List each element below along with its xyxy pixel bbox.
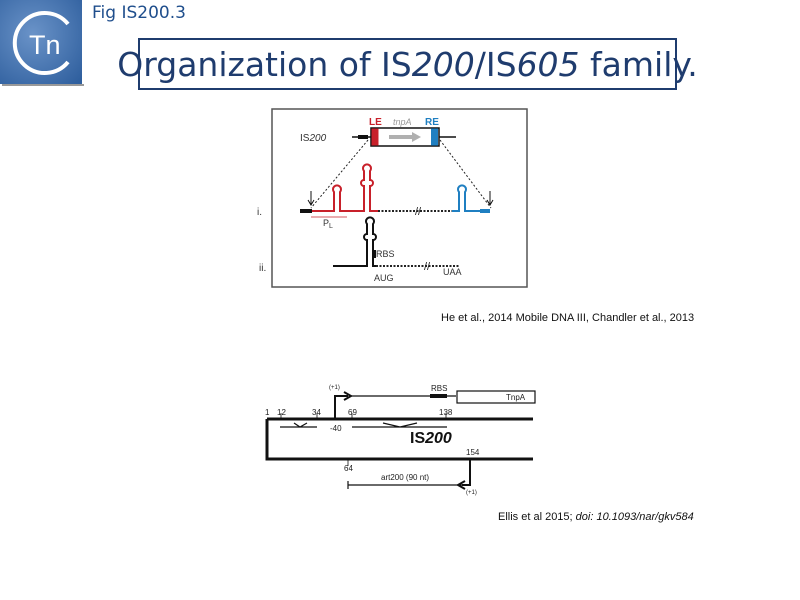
rbs-bottom-label: RBS <box>431 384 447 393</box>
slide-title: Organization of IS200/IS605 family. <box>117 44 698 84</box>
tn-logo: Tn <box>0 0 84 86</box>
svg-text://: // <box>424 261 431 273</box>
pos-69: 69 <box>348 408 357 417</box>
logo-text: Tn <box>29 30 61 60</box>
row-i-label: i. <box>257 207 262 218</box>
is200-label: IS200 <box>300 133 327 144</box>
tnpa-box <box>456 390 536 404</box>
tnpa-box-label: TnpA <box>506 393 526 402</box>
re-label: RE <box>425 117 439 128</box>
pos-34: 34 <box>312 408 321 417</box>
cleavage-arrow-left-icon <box>307 191 315 206</box>
plus1-top-label: (+1) <box>329 385 340 391</box>
pos-minus40: -40 <box>330 424 342 433</box>
pos-12: 12 <box>277 408 286 417</box>
svg-text://: // <box>415 206 422 218</box>
plus1-bottom-label: (+1) <box>466 490 477 496</box>
pos-138: 138 <box>439 408 453 417</box>
is200-bottom-label: IS200 <box>410 430 452 447</box>
tnpa-label: tnpA <box>393 117 412 127</box>
cleavage-arrow-right-icon <box>486 191 494 206</box>
pos-154: 154 <box>466 448 480 457</box>
pos-64: 64 <box>344 464 353 473</box>
citation-2: Ellis et al 2015; doi: 10.1093/nar/gkv58… <box>498 511 694 523</box>
tnpa-arrow-icon <box>389 132 421 142</box>
promoter-label: PL <box>323 218 333 230</box>
le-label: LE <box>369 117 382 128</box>
row-ii-label: ii. <box>259 263 266 274</box>
figure-label: Fig IS200.3 <box>92 3 186 23</box>
aug-label: AUG <box>374 273 394 283</box>
pos-1: 1 <box>265 408 270 417</box>
title-box: Organization of IS200/IS605 family. <box>117 38 698 90</box>
uaa-label: UAA <box>443 267 462 277</box>
rbs-label: RBS <box>376 249 395 259</box>
art200-label: art200 (90 nt) <box>381 473 429 482</box>
citation-1: He et al., 2014 Mobile DNA III, Chandler… <box>441 312 695 324</box>
